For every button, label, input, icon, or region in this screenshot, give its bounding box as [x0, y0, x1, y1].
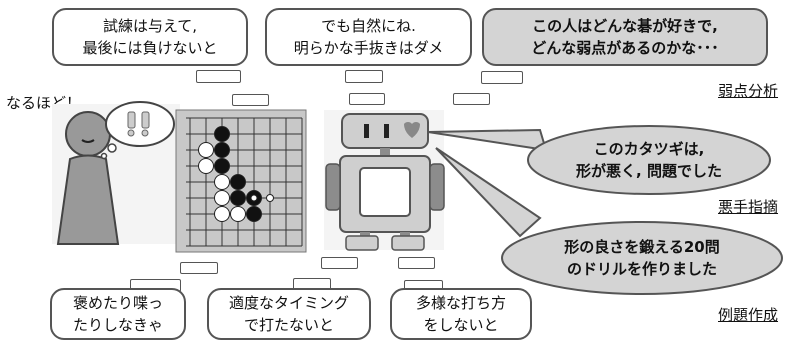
robot-figure — [324, 110, 445, 251]
ellipse-line: のドリルを作りました — [566, 260, 717, 278]
bubble-line: 褒めたり喋っ — [72, 294, 163, 312]
bubble-line: この人はどんな碁が好きで, — [532, 17, 718, 35]
connector-tab — [481, 71, 523, 84]
label-bad-move: 悪手指摘 — [718, 198, 779, 216]
connector-tab — [345, 70, 383, 83]
connector-tab — [180, 262, 218, 274]
connector-tab — [398, 257, 435, 269]
bubble-line: 最後には負けないと — [82, 39, 218, 57]
ellipse-line: 形の良さを鍛える20問 — [564, 238, 720, 256]
ellipse-line: 形が悪く, 問題でした — [576, 162, 722, 180]
bubble-line: 多様な打ち方 — [415, 294, 506, 312]
bubble-line: をしないと — [423, 316, 499, 334]
speech-bubble-variety: 多様な打ち方 をしないと — [390, 288, 532, 340]
bubble-line: 適度なタイミング — [228, 294, 349, 312]
speech-bubble-timing: 適度なタイミング で打たないと — [207, 288, 371, 340]
human-figure — [52, 101, 180, 245]
label-weakness-analysis: 弱点分析 — [718, 82, 779, 100]
label-example-problems: 例題作成 — [718, 306, 779, 324]
bubble-line: 試練は与えて, — [102, 17, 198, 35]
connector-tab — [196, 70, 241, 83]
connector-tab — [349, 93, 385, 105]
connector-tab — [453, 93, 490, 105]
bubble-line: でも自然にね. — [321, 17, 416, 35]
ellipse-bubble-katatsugi: このカタツギは, 形が悪く, 問題でした — [540, 126, 758, 194]
speech-bubble-natural: でも自然にね. 明らかな手抜きはダメ — [265, 8, 472, 66]
bubble-line: 明らかな手抜きはダメ — [293, 39, 444, 57]
bubble-line: どんな弱点があるのかな･･･ — [531, 39, 719, 57]
bubble-line: で打たないと — [243, 316, 334, 334]
speech-bubble-praise: 褒めたり喋っ たりしなきゃ — [50, 288, 186, 340]
speech-bubble-weakness: この人はどんな碁が好きで, どんな弱点があるのかな･･･ — [482, 8, 768, 66]
ellipse-line: このカタツギは, — [593, 140, 705, 158]
ellipse-bubble-drill: 形の良さを鍛える20問 のドリルを作りました — [514, 222, 770, 294]
speech-bubble-trial: 試練は与えて, 最後には負けないと — [52, 8, 248, 66]
connector-tab — [321, 257, 358, 269]
connector-tab — [232, 94, 269, 106]
bubble-line: たりしなきゃ — [72, 316, 163, 334]
go-board — [175, 109, 307, 253]
